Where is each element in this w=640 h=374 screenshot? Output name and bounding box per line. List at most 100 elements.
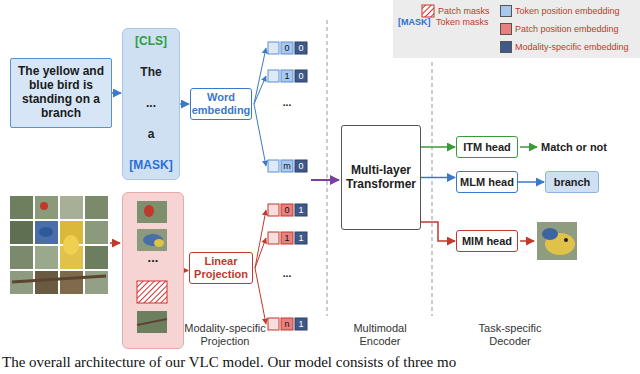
token-embedding-vectors bbox=[268, 42, 279, 54]
connector-arrow bbox=[421, 177, 455, 179]
mask-token-sample: [MASK] bbox=[398, 17, 431, 27]
patch-grid-image bbox=[63, 235, 79, 255]
connector-arrow bbox=[421, 146, 455, 148]
itm-output-text: Match or not bbox=[541, 141, 607, 154]
patch-fan-arrows bbox=[255, 210, 266, 268]
section-label: Task-specific Decoder bbox=[462, 322, 558, 347]
token-embedding-vectors bbox=[281, 70, 293, 82]
patch-grid-image bbox=[12, 276, 106, 282]
patch-grid-image bbox=[10, 246, 33, 269]
position-index: n bbox=[284, 319, 289, 329]
patch-grid-image bbox=[10, 221, 33, 244]
output-token-box: branch bbox=[545, 171, 599, 193]
patch-fan-arrows bbox=[255, 210, 266, 324]
position-index: m bbox=[283, 161, 291, 171]
token-column: [CLS] The... a [MASK] bbox=[122, 28, 180, 180]
connector-arrow bbox=[421, 222, 455, 241]
patch-column: ... bbox=[122, 192, 184, 349]
reconstructed-patch-image bbox=[537, 222, 577, 260]
connector-arrow bbox=[184, 270, 188, 272]
patch-grid-image bbox=[85, 196, 108, 219]
node-text: a bbox=[148, 128, 155, 142]
token-embedding-vectors bbox=[295, 160, 307, 172]
patch-thumbnails bbox=[154, 239, 164, 247]
token-embedding-vectors bbox=[281, 42, 293, 54]
legend-panel bbox=[393, 0, 640, 58]
reconstructed-patch-image bbox=[542, 228, 558, 240]
node-text: Linear Projection bbox=[191, 255, 251, 280]
patch-grid-image bbox=[10, 196, 108, 294]
patch-grid-image bbox=[60, 196, 83, 219]
node-text: ... bbox=[148, 251, 159, 266]
patch-embedding-vectors bbox=[268, 204, 307, 330]
node-text: The bbox=[140, 66, 161, 80]
legend-text: Patch position embedding bbox=[515, 24, 619, 34]
modality-index: 0 bbox=[298, 71, 303, 81]
encoder-input-arrow bbox=[311, 179, 339, 181]
node-text: [CLS] bbox=[135, 35, 167, 49]
linear-projection-box: Linear Projection bbox=[189, 252, 253, 284]
patch-input-arrow bbox=[110, 242, 120, 244]
mlm-head-box: MLM head bbox=[456, 171, 518, 193]
divider-line bbox=[327, 20, 328, 316]
patch-grid-image bbox=[35, 196, 58, 219]
section-label: Modality-specific Projection bbox=[160, 322, 290, 347]
node-text: [MASK] bbox=[129, 159, 172, 173]
patch-fan-arrows bbox=[255, 238, 266, 268]
position-index: 1 bbox=[284, 233, 289, 243]
patch-thumbnails bbox=[137, 229, 167, 251]
ellipsis: ... bbox=[283, 268, 291, 280]
patch-grid-image bbox=[35, 271, 58, 294]
connector-arrow bbox=[518, 181, 544, 183]
modality-index: 0 bbox=[298, 43, 303, 53]
token-embedding-vectors bbox=[295, 42, 307, 54]
patch-grid-image bbox=[35, 221, 58, 244]
itm-head-box: ITM head bbox=[456, 136, 518, 158]
patch-grid-image bbox=[10, 196, 33, 219]
legend-text: Token masks bbox=[436, 17, 489, 27]
patch-embedding-vectors bbox=[295, 204, 307, 216]
divider-line bbox=[432, 62, 433, 316]
patch-embedding-vectors bbox=[295, 318, 307, 330]
token-embedding-vectors bbox=[268, 70, 279, 82]
node-text: ... bbox=[146, 97, 156, 111]
patch-thumbnails bbox=[143, 234, 163, 246]
node-text: MIM head bbox=[462, 235, 512, 248]
patch-embedding-vectors bbox=[281, 318, 293, 330]
patch-grid-image bbox=[85, 221, 108, 244]
patch-grid-image bbox=[39, 227, 53, 237]
node-text: Word embedding bbox=[192, 91, 251, 116]
legend-text: Token position embedding bbox=[515, 6, 620, 16]
legend-swatch bbox=[500, 5, 512, 17]
patch-grid-image bbox=[60, 271, 83, 294]
modality-index: 1 bbox=[298, 205, 303, 215]
token-embedding-vectors bbox=[268, 42, 307, 172]
connector-arrow bbox=[112, 92, 121, 94]
itm-output-arrow bbox=[520, 146, 537, 148]
token-fan-arrows bbox=[254, 48, 266, 166]
patch-grid-image bbox=[85, 246, 108, 269]
token-embedding-vectors bbox=[295, 70, 307, 82]
modality-index: 0 bbox=[298, 161, 303, 171]
reconstructed-patch-image bbox=[564, 238, 568, 242]
node-text: branch bbox=[554, 176, 591, 189]
patch-grid-image bbox=[40, 202, 48, 210]
node-text: Multi-layer Transformer bbox=[344, 164, 418, 192]
position-index: 0 bbox=[284, 43, 289, 53]
position-index: 1 bbox=[284, 71, 289, 81]
node-text: The yellow and blue bird is standing on … bbox=[14, 65, 108, 120]
token-fan-arrows bbox=[254, 104, 266, 166]
token-fan-arrows bbox=[254, 76, 266, 104]
reconstructed-patch-image bbox=[537, 222, 577, 260]
section-label: Multimodal Encoder bbox=[338, 322, 422, 347]
patch-thumbnails bbox=[137, 201, 167, 223]
legend-text: Patch masks bbox=[438, 6, 490, 16]
modality-index: 1 bbox=[298, 233, 303, 243]
legend-text: Modality-specific embedding bbox=[515, 42, 629, 52]
mim-head-box: MIM head bbox=[456, 230, 518, 252]
patch-mask-swatch bbox=[422, 5, 434, 17]
patch-thumbnails bbox=[137, 311, 167, 333]
